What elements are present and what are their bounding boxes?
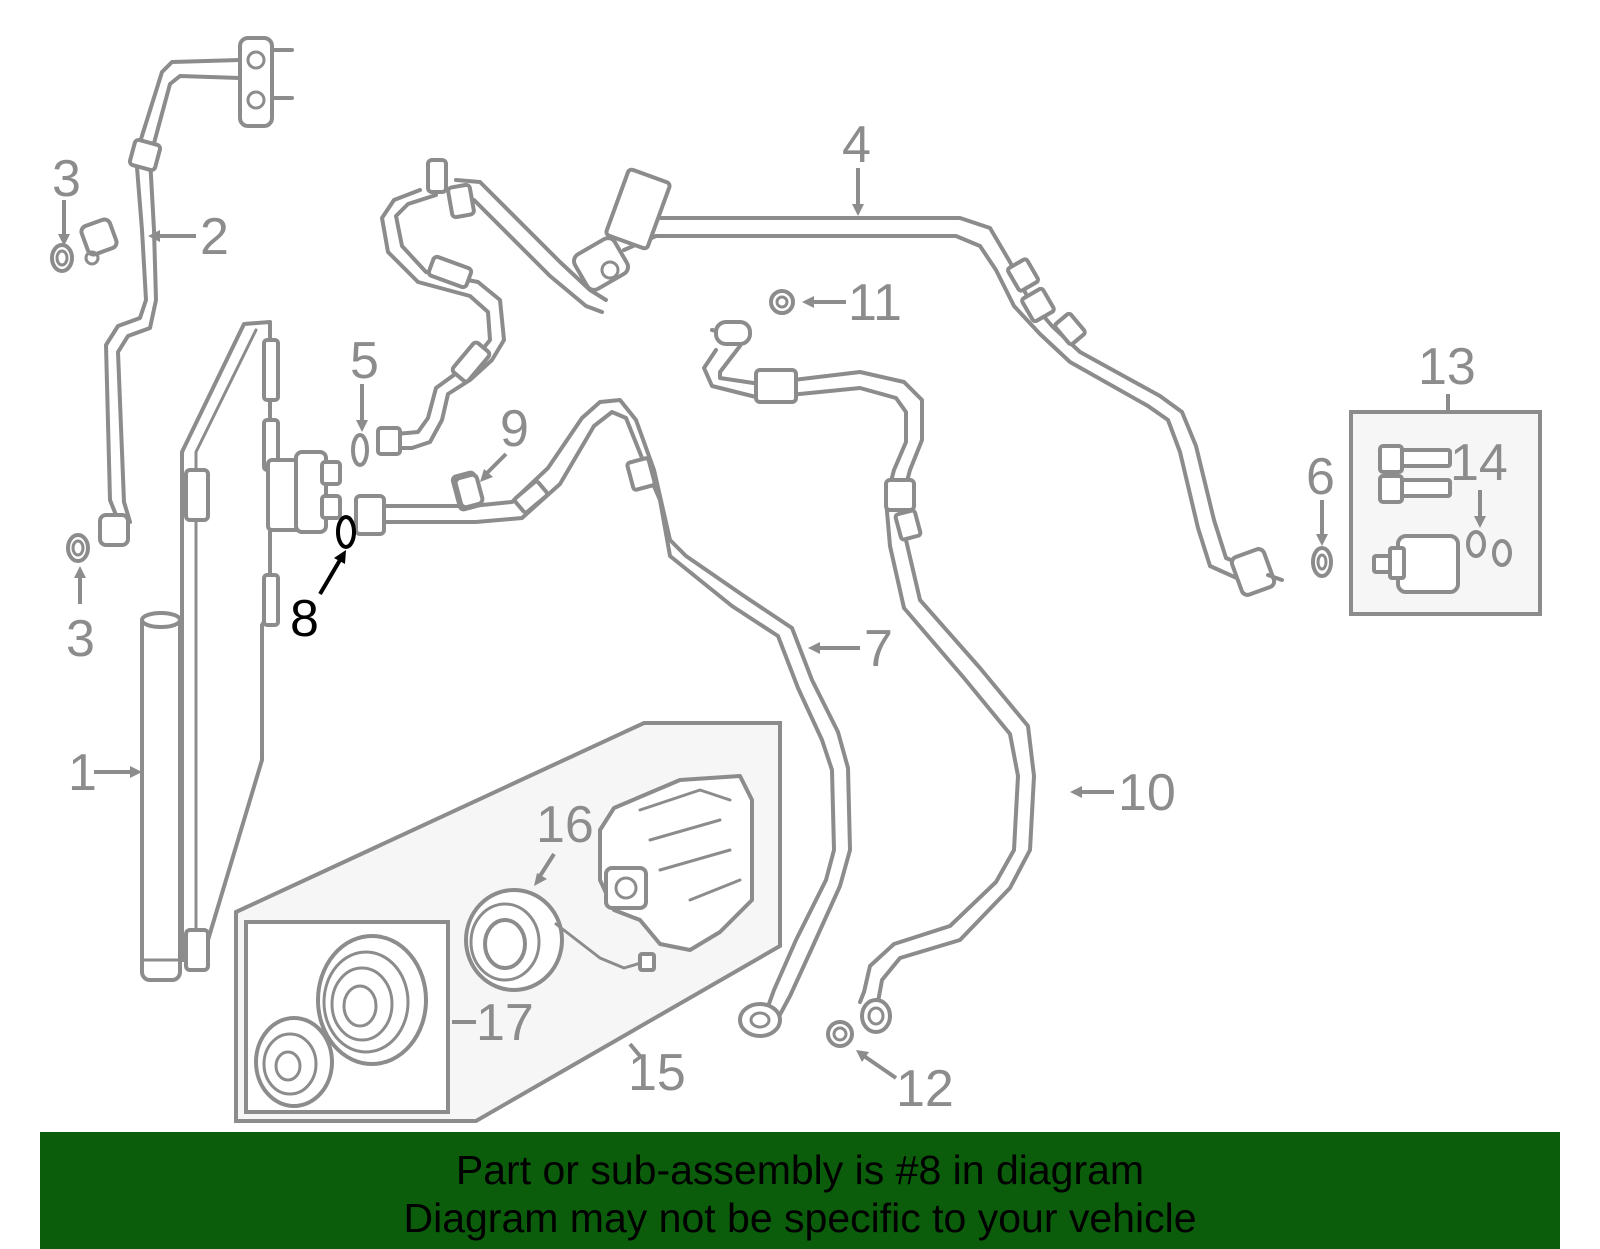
part-6-oring[interactable] — [1311, 546, 1333, 578]
part-7-liquid-line[interactable] — [354, 398, 852, 1038]
callout-4: 4 — [842, 116, 871, 174]
part-16-clutch-coil[interactable] — [464, 888, 656, 992]
callout-3-upper: 3 — [52, 150, 81, 208]
part-8-oring[interactable] — [336, 515, 356, 549]
part-11-oring[interactable] — [769, 289, 795, 315]
callout-16: 16 — [536, 796, 594, 854]
info-banner: Part or sub-assembly is #8 in diagram Di… — [40, 1132, 1560, 1249]
callout-13: 13 — [1418, 338, 1476, 396]
callout-6: 6 — [1306, 448, 1335, 506]
part-5-oring[interactable] — [351, 433, 369, 467]
callout-5: 5 — [350, 332, 379, 390]
banner-line-2: Diagram may not be specific to your vehi… — [403, 1195, 1197, 1241]
part-1-condenser[interactable] — [140, 320, 342, 982]
callout-15: 15 — [628, 1044, 686, 1102]
part-17-pulley-box[interactable] — [244, 920, 450, 1114]
part-3-oring-upper[interactable] — [50, 243, 74, 273]
part-14-orings[interactable] — [1466, 530, 1512, 567]
callout-2: 2 — [200, 208, 229, 266]
banner-line-1: Part or sub-assembly is #8 in diagram — [455, 1147, 1145, 1193]
callout-14: 14 — [1450, 434, 1508, 492]
part-discharge-line[interactable] — [376, 158, 608, 456]
part-10-line[interactable] — [702, 320, 1036, 1034]
callout-7: 7 — [864, 620, 893, 678]
callout-12: 12 — [896, 1060, 954, 1118]
callout-17: 17 — [476, 994, 534, 1052]
callout-10: 10 — [1118, 764, 1176, 822]
part-2-pipe[interactable] — [79, 36, 294, 547]
part-3-oring-lower[interactable] — [66, 533, 90, 563]
callout-1: 1 — [68, 744, 97, 802]
part-4-suction-line[interactable] — [571, 167, 1284, 597]
callout-3-lower: 3 — [66, 610, 95, 668]
part-12-oring[interactable] — [826, 1020, 854, 1048]
callout-labels: 1 2 3 3 4 5 6 7 8 9 10 11 12 13 14 15 16… — [52, 116, 1508, 1118]
part-9-sensor[interactable] — [453, 472, 485, 510]
part-13-expansion-valve-kit[interactable] — [1349, 410, 1542, 616]
callout-9: 9 — [500, 400, 529, 458]
callout-8: 8 — [290, 590, 319, 648]
callout-11: 11 — [848, 274, 902, 332]
leader-arrows — [58, 168, 1486, 1080]
